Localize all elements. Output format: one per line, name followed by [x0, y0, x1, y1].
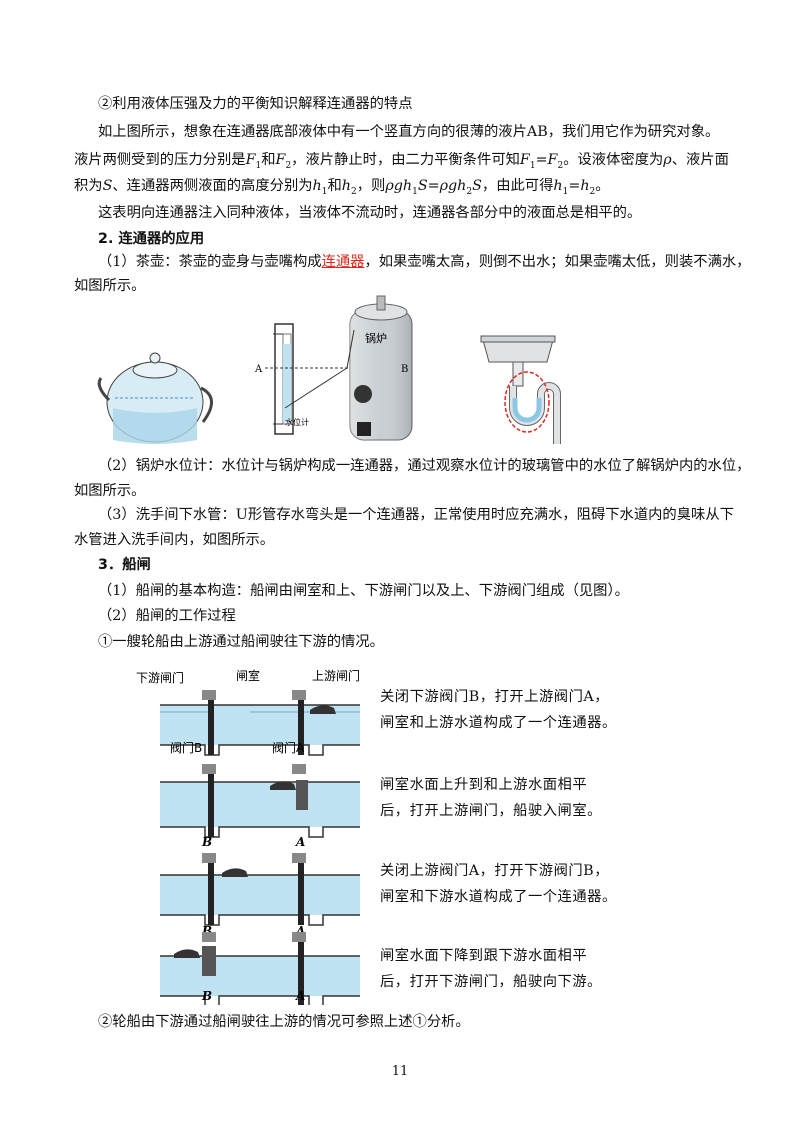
upstream-gate-label: 上游闸门 [312, 668, 360, 683]
sink-trap-illustration [480, 335, 561, 444]
teapot-illustration [97, 352, 213, 444]
a-label-2: A [295, 835, 305, 849]
point-a-label: A [254, 364, 263, 375]
step-line: 后，打开上游闸门，船驶入闸室。 [380, 803, 602, 819]
step-line: 闸室水面下降到跟下游水面相平 [380, 948, 588, 964]
math-sub: 1 [255, 160, 262, 171]
boiler-illustration [265, 295, 413, 441]
point-b-label: B [401, 364, 408, 375]
paragraph-6: （1）茶壶：茶壶的壶身与壶嘴构成连通器，如果壶嘴太高，则倒不出水；如果壶嘴太低，… [98, 252, 750, 272]
paragraph-14: ①一艘轮船由上游通过船闸驶往下游的情况。 [98, 634, 384, 650]
chamber-label: 闸室 [236, 668, 260, 683]
math-h2: h [341, 178, 352, 194]
math-result: =h [568, 178, 590, 194]
math-sub: 2 [466, 186, 473, 197]
text-span: ，由此可得 [481, 178, 554, 194]
b-label-3: B [201, 924, 212, 938]
text-span: 。设液体密度为 [563, 152, 664, 168]
paragraph-5: 这表明向连通器注入同种液体，当液体不流动时，连通器各部分中的液面总是相平的。 [98, 205, 642, 221]
lock-panel-2 [160, 764, 360, 838]
lock-panel-3 [160, 853, 360, 926]
paragraph-9: 如图所示。 [74, 483, 146, 499]
step-2-text: 闸室水面上升到和上游水面相平 后，打开上游闸门，船驶入闸室。 [380, 772, 602, 824]
ship-lock-figure: 下游闸门 闸室 上游闸门 阀门B 阀门A B A B [136, 668, 360, 1005]
text-span: 。 [595, 178, 610, 194]
paragraph-7: 如图所示。 [74, 278, 146, 294]
math-sub: 1 [321, 186, 328, 197]
math-sub: 1 [529, 160, 536, 171]
step-line: 闸室水面上升到和上游水面相平 [380, 777, 588, 793]
math-sub: 1 [412, 186, 418, 197]
step-line: 闸室和下游水道构成了一个连通器。 [380, 889, 617, 905]
math-sub: 1 [562, 186, 569, 197]
step-line: 后，打开下游闸门，船驶向下游。 [380, 974, 602, 990]
paragraph-15: ②轮船由下游通过船闸驶往上游的情况可参照上述①分析。 [98, 1014, 470, 1030]
step-4-text: 闸室水面下降到跟下游水面相平 后，打开下游闸门，船驶向下游。 [380, 943, 602, 995]
lock-panel-1 [160, 690, 360, 756]
paragraph-8: （2）锅炉水位计：水位计与锅炉构成一连通器，通过观察水位计的玻璃管中的水位了解锅… [98, 458, 751, 474]
paragraph-4: 积为S、连通器两侧液面的高度分别为h1和h2，则ρgh1S=ρgh2S，由此可得… [74, 176, 610, 202]
math-sub: 2 [285, 160, 292, 171]
step-line: 闸室和上游水道构成了一个连通器。 [380, 715, 617, 731]
a-label-4: A [295, 989, 305, 1003]
section-heading-2: 2. 连通器的应用 [98, 231, 205, 247]
math-result: h [553, 178, 563, 194]
text-span: 、连通器两侧液面的高度分别为 [112, 178, 313, 194]
text-span: 和 [327, 178, 342, 194]
math-eq: =F [535, 152, 558, 168]
b-label-4: B [201, 989, 212, 1003]
gauge-label: 水位计 [285, 417, 309, 427]
page-number: 11 [391, 1064, 409, 1079]
text-span: 、液片面 [671, 152, 729, 168]
step-3-text: 关闭上游阀门A，打开下游阀门B， 闸室和下游水道构成了一个连通器。 [380, 858, 617, 910]
paragraph-2: 如上图所示，想象在连通器底部液体中有一个竖直方向的很薄的液片AB，我们用它作为研… [98, 124, 720, 140]
math-f1: F [245, 152, 256, 168]
math-formula: ρgh [385, 178, 413, 194]
math-sub: 2 [351, 186, 357, 197]
text-span: ，则 [356, 178, 386, 194]
valve-a-label: 阀门A [272, 740, 305, 755]
math-s: S [102, 178, 113, 194]
valve-b-label: 阀门B [170, 740, 202, 755]
text-span: 液片两侧受到的压力分别是 [74, 152, 246, 168]
paragraph-3: 液片两侧受到的压力分别是F1和F2，液片静止时，由二力平衡条件可知F1=F2。设… [74, 150, 729, 176]
text-span: ，如果壶嘴太高，则倒不出水；如果壶嘴太低，则装不满水， [364, 254, 751, 270]
math-h1: h [312, 178, 322, 194]
paragraph-10: （3）洗手间下水管：U形管存水弯头是一个连通器，正常使用时应充满水，阻碍下水道内… [98, 507, 734, 523]
math-rho: ρ [663, 152, 672, 168]
math-formula: S=ρgh [417, 178, 467, 194]
text-span: ，液片静止时，由二力平衡条件可知 [291, 152, 520, 168]
text-span: 和 [261, 152, 276, 168]
step-1-text: 关闭下游阀门B，打开上游阀门A， 闸室和上游水道构成了一个连通器。 [380, 684, 617, 736]
b-label-2: B [201, 835, 212, 849]
paragraph-12: （1）船闸的基本构造：船闸由闸室和上、下游闸门以及上、下游阀门组成（见图）。 [98, 583, 629, 599]
paragraph-1: ②利用液体压强及力的平衡知识解释连通器的特点 [98, 96, 413, 112]
math-formula: S [472, 178, 482, 194]
boiler-label: 锅炉 [365, 332, 387, 345]
text-span: 积为 [74, 178, 103, 194]
math-eq: F [519, 152, 530, 168]
math-f2: F [275, 152, 286, 168]
math-sub: 2 [557, 160, 564, 171]
connected-vessel-link[interactable]: 连通器 [321, 254, 365, 270]
lock-panel-4 [160, 932, 360, 1005]
text-span: （1）茶壶：茶壶的壶身与壶嘴构成 [98, 254, 322, 270]
math-sub: 2 [589, 186, 596, 197]
applications-figure: 锅炉 A B 水位计 [97, 295, 561, 444]
paragraph-13: （2）船闸的工作过程 [98, 608, 236, 624]
paragraph-11: 水管进入洗手间内，如图所示。 [74, 532, 275, 548]
downstream-gate-label: 下游闸门 [136, 670, 184, 685]
step-line: 关闭下游阀门B，打开上游阀门A， [380, 689, 609, 705]
section-heading-3: 3．船闸 [98, 557, 151, 573]
a-label-3: A [295, 924, 305, 938]
step-line: 关闭上游阀门A，打开下游阀门B， [380, 863, 609, 879]
